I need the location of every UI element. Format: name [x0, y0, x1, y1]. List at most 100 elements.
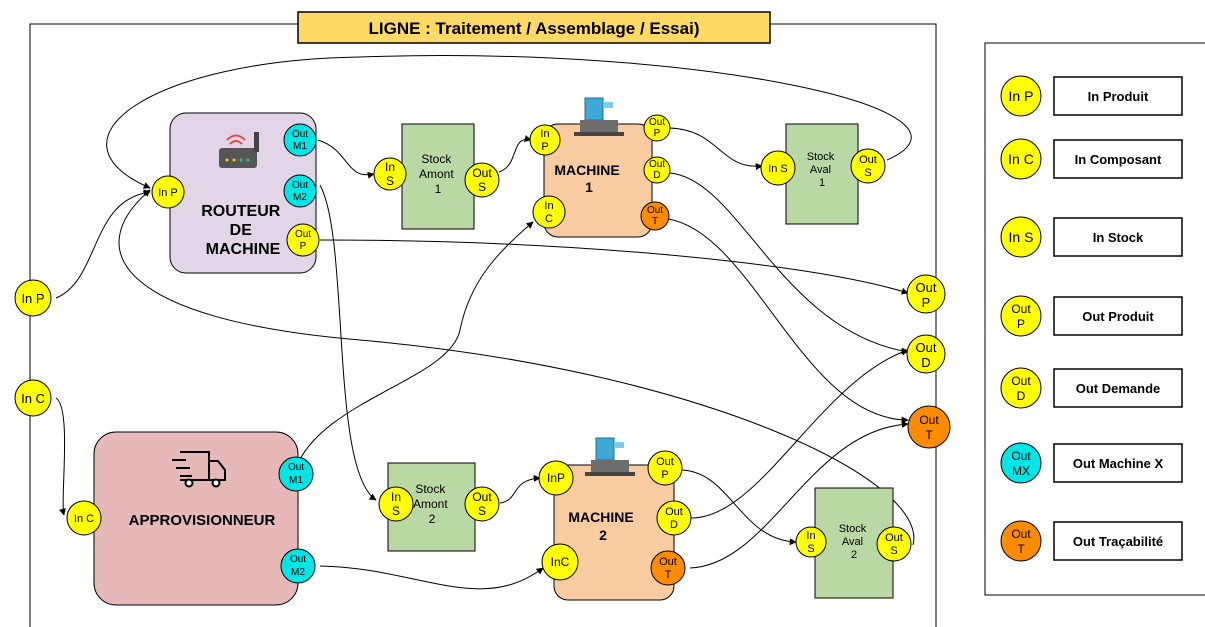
legend-label: Out Demande [1076, 381, 1161, 396]
legend-label-box [1053, 76, 1183, 116]
legend-label: Out Traçabilité [1073, 534, 1163, 549]
svg-text:InC: InC [544, 200, 553, 225]
legend-symbol [1000, 216, 1042, 258]
router-label: ROUTEUR DE MACHINE [201, 203, 285, 258]
legend-symbol-text: In P [1009, 88, 1034, 104]
port-m2-in-p: InP [538, 460, 574, 496]
legend-label-box [1053, 139, 1183, 179]
connector [499, 474, 541, 504]
machine-1: MACHINE 1 [543, 97, 653, 238]
router-node: ROUTEUR DE MACHINE [169, 112, 317, 274]
connector [106, 55, 912, 189]
legend-item: In C In Composant [1000, 138, 1183, 180]
stock-amont-1: Stock Amont 1 [401, 123, 475, 230]
delivery-truck-icon [172, 451, 226, 488]
svg-text:Stock Amont 1: Stock Amont 1 [419, 152, 457, 196]
legend-symbol [1000, 367, 1042, 409]
stock-aval-1: Stock Aval 1 [785, 123, 859, 225]
connector [658, 217, 909, 424]
svg-text:In P: In P [158, 187, 178, 199]
svg-text:InS: InS [806, 530, 815, 555]
svg-text:InP: InP [540, 128, 549, 153]
legend-symbol [1000, 442, 1042, 484]
connector [55, 397, 66, 516]
connector [319, 184, 377, 501]
legend-symbol [1000, 138, 1042, 180]
connectors [55, 55, 915, 590]
legend-symbol-text: In S [1009, 229, 1034, 245]
appro-label: APPROVISIONNEUR [129, 512, 276, 529]
connector [55, 189, 151, 299]
svg-text:MACHINE 2: MACHINE 2 [568, 509, 637, 543]
connector [319, 239, 909, 295]
legend-symbol [1000, 295, 1042, 337]
legend-frame [984, 42, 1205, 596]
svg-text:MACHINE 1: MACHINE 1 [554, 162, 623, 195]
port-sv1-in-s: In S [760, 150, 796, 186]
connector [317, 139, 375, 179]
svg-text:In C: In C [21, 391, 45, 406]
svg-text:Stock Aval 2: Stock Aval 2 [839, 523, 870, 561]
legend-label: In Composant [1075, 152, 1162, 167]
connector [118, 189, 915, 546]
legend-label-box [1053, 368, 1183, 408]
svg-text:In C: In C [74, 513, 94, 525]
diagram-title: LIGNE : Traitement / Assemblage / Essai) [369, 19, 700, 38]
legend-symbol-text: In C [1008, 151, 1034, 167]
svg-text:InP: InP [547, 471, 565, 485]
connector [689, 420, 909, 569]
connector [669, 127, 763, 171]
machine-tool-icon [585, 437, 635, 476]
svg-text:In S: In S [768, 163, 788, 175]
port-in-p-line: In P [14, 279, 52, 317]
wifi-router-icon [219, 132, 259, 168]
svg-text:InC: InC [551, 555, 570, 569]
legend-label: In Produit [1088, 89, 1149, 104]
connector [689, 348, 909, 519]
legend-label-box [1053, 443, 1183, 483]
machine-tool-icon [574, 97, 624, 136]
legend-item: In P In Produit [1000, 75, 1183, 117]
legend-label-box [1053, 521, 1183, 561]
legend-symbol [1000, 75, 1042, 117]
connector [294, 221, 534, 471]
port-router-in-p: In P [151, 175, 185, 209]
